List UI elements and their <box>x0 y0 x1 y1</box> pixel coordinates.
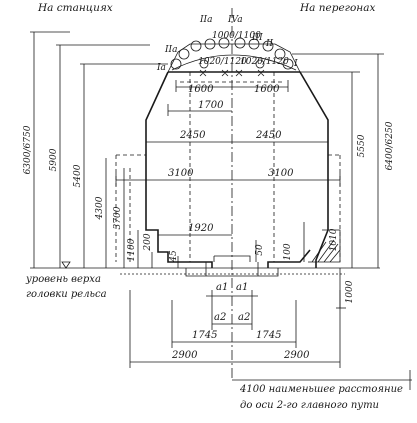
level-label-ia: Ia <box>156 63 166 73</box>
a2-left-label: a2 <box>214 312 226 323</box>
h4300-label: 4300 <box>95 196 105 220</box>
header-lines: На перегонах <box>299 2 375 14</box>
w2450-right-label: 2450 <box>255 130 282 141</box>
height-labels: 6300/6750 5900 5400 4300 3700 1100 200 4… <box>23 121 395 303</box>
h5900-label: 5900 <box>49 148 59 171</box>
w3100-right-label: 3100 <box>268 168 294 179</box>
header-stations: На станциях <box>37 2 113 14</box>
w1745-right-label: 1745 <box>256 330 281 341</box>
gauge-mark-labels: a1 a1 a2 a2 <box>214 282 250 323</box>
w2900-right-label: 2900 <box>283 350 310 361</box>
h5400-label: 5400 <box>73 164 83 187</box>
line-envelope <box>328 154 341 262</box>
w1745-left-label: 1745 <box>192 330 217 341</box>
w1600-right-label: 1600 <box>254 84 280 95</box>
level-label-iia-top: IIa <box>199 15 212 25</box>
mid-pair-left-label: 1020/1120 <box>198 57 247 67</box>
platform-hatch <box>308 229 341 263</box>
a1-left-label: a1 <box>216 282 228 293</box>
w1920-label: 1920 <box>188 223 214 234</box>
pantograph-nodes <box>170 37 294 70</box>
a1-right-label: a1 <box>236 282 248 293</box>
level-label-ii: II <box>265 39 274 49</box>
rail-level-marker <box>61 261 71 269</box>
a2-right-label: a2 <box>238 312 250 323</box>
h1010-label: 1010 <box>329 228 339 251</box>
mid-pair-right-label: 1020/1120 <box>240 57 289 67</box>
h3700-label: 3700 <box>113 206 123 229</box>
w3100-left-label: 3100 <box>168 168 194 179</box>
level-label-iia-left: IIa <box>164 45 177 55</box>
width-dimension-lines <box>115 80 412 390</box>
level-label-i: I <box>293 59 298 69</box>
height-dimension-lines <box>30 31 384 309</box>
min-distance-note-line1: 4100 наименьшее расстояние <box>239 384 403 395</box>
w1600-left-label: 1600 <box>188 84 214 95</box>
h45-label: 45 <box>169 250 179 263</box>
pantograph-cross-ticks <box>199 69 265 77</box>
h5550-label: 5550 <box>357 134 367 157</box>
top-pair-label: 1000/1100 <box>212 31 261 41</box>
w2450-left-label: 2450 <box>179 130 206 141</box>
h100-label: 100 <box>283 243 293 260</box>
rail-level-note-line1: уровень верха <box>25 274 101 285</box>
contact-wire-arc <box>171 54 297 71</box>
w2900-left-label: 2900 <box>171 350 198 361</box>
pantograph-labels: IIa IVa III II IIa Ia I 1000/1100 1020/1… <box>156 15 298 73</box>
width-labels: 1600 1600 1700 2450 2450 3100 3100 1920 … <box>168 84 310 361</box>
diagram-lines <box>30 8 412 390</box>
notes: уровень верха головки рельса 4100 наимен… <box>25 274 403 411</box>
inner-dashed-outline <box>180 72 284 262</box>
h1100-label: 1100 <box>127 238 137 261</box>
header-labels: На станциях На перегонах <box>37 2 375 14</box>
level-label-iii: III <box>251 33 263 43</box>
h50-label: 50 <box>255 244 265 256</box>
pantograph-frame <box>167 43 301 73</box>
station-envelope <box>115 154 146 262</box>
w1700-label: 1700 <box>198 100 224 111</box>
rail-level-note-line2: головки рельса <box>26 289 107 300</box>
h6400-6250-label: 6400/6250 <box>385 121 395 170</box>
gauge-outline <box>145 71 329 268</box>
h200-label: 200 <box>143 233 153 251</box>
track-structure <box>185 255 279 277</box>
min-distance-note-line2: до оси 2-го главного пути <box>240 400 379 411</box>
h1000-label: 1000 <box>345 280 355 303</box>
level-label-iva: IVa <box>227 15 243 25</box>
h6300-6750-label: 6300/6750 <box>23 125 33 174</box>
